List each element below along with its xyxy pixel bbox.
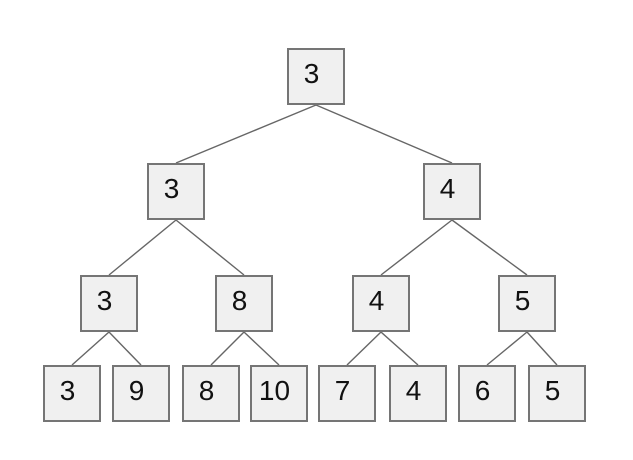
tree-node-label: 7 <box>334 375 351 406</box>
tree-node-label: 10 <box>258 375 291 406</box>
tree-node-l2-right: 4 <box>423 163 481 220</box>
tree-edge <box>108 331 142 366</box>
tree-edge <box>175 219 245 276</box>
tree-node-leaf-2: 9 <box>112 365 170 422</box>
tree-node-label: 4 <box>439 173 456 204</box>
tree-node-label: 5 <box>514 285 531 316</box>
tree-node-leaf-5: 7 <box>318 365 376 422</box>
tree-node-l3-4: 5 <box>498 275 556 332</box>
tree-node-label: 5 <box>544 375 561 406</box>
tree-edge <box>486 331 528 366</box>
tree-node-leaf-6: 4 <box>389 365 447 422</box>
tree-node-leaf-7: 6 <box>458 365 516 422</box>
tree-node-label: 9 <box>128 375 145 406</box>
tree-node-leaf-1: 3 <box>43 365 101 422</box>
tree-node-l3-1: 3 <box>80 275 138 332</box>
tree-node-label: 3 <box>303 58 320 89</box>
tree-node-label: 3 <box>163 173 180 204</box>
tree-node-leaf-3: 8 <box>182 365 240 422</box>
tree-node-label: 6 <box>474 375 491 406</box>
tree-edge <box>451 219 528 276</box>
tree-node-root: 3 <box>287 48 345 105</box>
tree-node-label: 4 <box>405 375 422 406</box>
tree-edge <box>380 331 419 366</box>
tree-edge <box>315 104 453 164</box>
tree-node-l3-3: 4 <box>352 275 410 332</box>
tree-edge <box>108 219 177 276</box>
tree-node-l2-left: 3 <box>147 163 205 220</box>
tree-edge <box>71 331 110 366</box>
tree-node-label: 8 <box>231 285 248 316</box>
tree-node-label: 8 <box>198 375 215 406</box>
tree-edge <box>380 219 453 276</box>
tree-node-label: 3 <box>96 285 113 316</box>
tree-node-l3-2: 8 <box>215 275 273 332</box>
tree-edge <box>175 104 317 164</box>
tree-edge <box>210 331 245 366</box>
tree-node-label: 4 <box>368 285 385 316</box>
tree-edge <box>346 331 382 366</box>
tree-node-leaf-8: 5 <box>528 365 586 422</box>
tree-edge <box>243 331 280 366</box>
tree-edge <box>526 331 558 366</box>
tree-node-label: 3 <box>59 375 76 406</box>
tree-node-leaf-4: 10 <box>250 365 308 422</box>
